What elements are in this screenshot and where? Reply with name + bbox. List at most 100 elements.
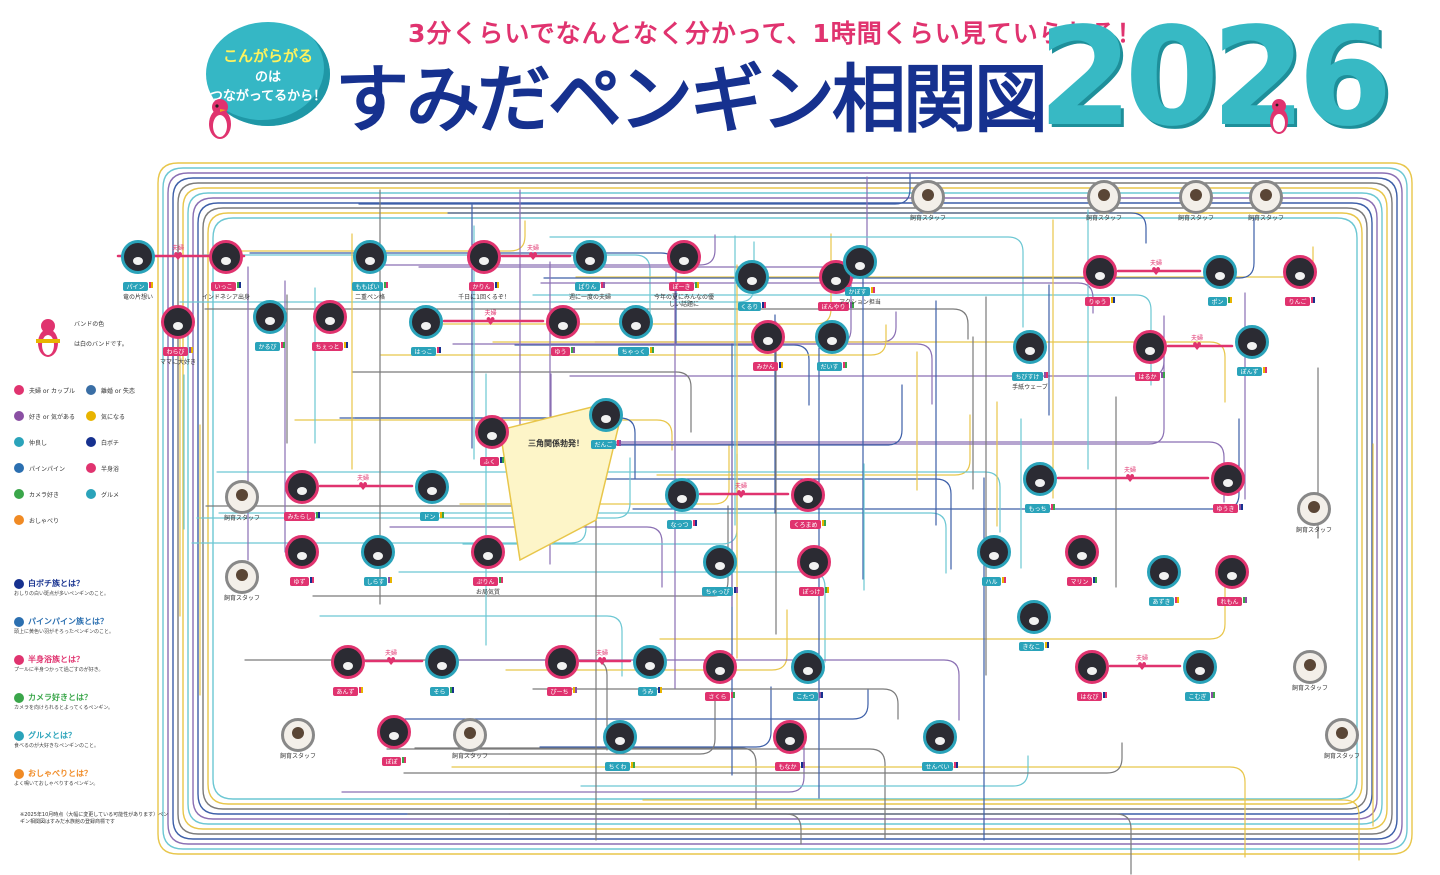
staff-node[interactable]: 飼育スタッフ — [1074, 180, 1134, 222]
penguin-node[interactable]: れもん — [1202, 555, 1262, 608]
staff-label: 飼育スタッフ — [223, 595, 260, 602]
couple-label: 夫婦 — [735, 482, 747, 490]
penguin-node[interactable]: かるび — [240, 300, 300, 353]
penguin-node[interactable]: ちくわ — [590, 720, 650, 773]
penguin-name: ぱりん — [575, 282, 600, 291]
route-line — [594, 384, 903, 446]
penguin-node[interactable]: ちびすけ手紙ウェーブ — [1000, 330, 1060, 391]
staff-node[interactable]: 飼育スタッフ — [268, 718, 328, 760]
legend-item: グルメ — [86, 489, 119, 499]
staff-node[interactable]: 飼育スタッフ — [212, 480, 272, 522]
penguin-node[interactable]: みたらし — [272, 470, 332, 523]
penguin-name: れもん — [1217, 597, 1242, 606]
penguin-node[interactable]: ちゃっく — [606, 305, 666, 358]
staff-node[interactable]: 飼育スタッフ — [440, 718, 500, 760]
band-colors — [824, 586, 829, 593]
penguin-node[interactable]: はなび — [1062, 650, 1122, 703]
staff-node[interactable]: 飼育スタッフ — [1312, 718, 1372, 760]
penguin-node[interactable]: ぴーち — [532, 645, 592, 698]
legend-question: 白ボチ族とは？おしりの白い斑点が多いペンギンのこと。 — [14, 578, 154, 597]
penguin-node[interactable]: もっち — [1010, 462, 1070, 515]
band-colors — [953, 761, 958, 768]
penguin-name: ちゃっぴ — [702, 587, 733, 596]
band-colors — [1227, 296, 1232, 303]
penguin-node[interactable]: せんべい — [910, 720, 970, 773]
penguin-node[interactable]: ゆう — [533, 305, 593, 358]
penguin-node[interactable]: ふく — [462, 415, 522, 468]
penguin-node[interactable]: ポン — [1190, 255, 1250, 308]
penguin-node[interactable]: ドン — [402, 470, 462, 523]
band-colors — [849, 301, 854, 308]
penguin-node[interactable]: あずき — [1134, 555, 1194, 608]
penguin-node[interactable]: いっこインドネシア出身 — [196, 240, 256, 301]
penguin-node[interactable]: ぽぽ — [364, 715, 424, 768]
penguin-node[interactable]: くるり — [722, 260, 782, 313]
penguin-mascot-icon — [209, 99, 231, 139]
staff-node[interactable]: 飼育スタッフ — [212, 560, 272, 602]
penguin-node[interactable]: ぽっけ — [784, 545, 844, 598]
penguin-node[interactable]: だんご — [576, 398, 636, 451]
penguin-node[interactable]: ぽーき今年の夏にみんなの優しい話題に — [654, 240, 714, 308]
penguin-node[interactable]: りゅう — [1070, 255, 1130, 308]
penguin-node[interactable]: かぼすアクション担当 — [830, 245, 890, 306]
legend-question: グルメとは？食べるのが大好きなペンギンのこと。 — [14, 730, 154, 749]
penguin-node[interactable]: ちぇっと — [300, 300, 360, 353]
penguin-node[interactable]: うみ — [620, 645, 680, 698]
staff-label: 飼育スタッフ — [1247, 215, 1284, 222]
penguin-node[interactable]: さくら — [690, 650, 750, 703]
penguin-node[interactable]: こむぎ — [1170, 650, 1230, 703]
band-colors — [733, 586, 738, 593]
penguin-node[interactable]: ちゃっぴ — [690, 545, 750, 598]
penguin-node[interactable]: しらす — [348, 535, 408, 588]
penguin-node[interactable]: ぽんず — [1222, 325, 1282, 378]
penguin-node[interactable]: ぷりんお局気質 — [458, 535, 518, 596]
staff-node[interactable]: 飼育スタッフ — [1166, 180, 1226, 222]
penguin-node[interactable]: あんず — [318, 645, 378, 698]
penguin-node[interactable]: ぱりん週に一度の夫婦 — [560, 240, 620, 301]
penguin-node[interactable]: だいす — [802, 320, 862, 373]
band-colors — [315, 511, 320, 518]
penguin-node[interactable]: ゆず — [272, 535, 332, 588]
penguin-node[interactable]: みかん — [738, 320, 798, 373]
legend-question-desc: よく鳴いておしゃべりするペンギン。 — [14, 781, 99, 787]
couple-label: 夫婦 — [1150, 259, 1162, 267]
penguin-node[interactable]: パイン竜の片想い — [108, 240, 168, 301]
white-label: は白のバンドです。 — [74, 341, 128, 348]
penguin-node[interactable]: そら — [412, 645, 472, 698]
legend-question-title: カメラ好きとは？ — [28, 693, 92, 702]
bath-icon — [14, 654, 24, 665]
penguin-node[interactable]: ゆうき — [1198, 462, 1258, 515]
staff-node[interactable]: 飼育スタッフ — [898, 180, 958, 222]
penguin-node[interactable]: はっこ — [396, 305, 456, 358]
white-dot-icon — [86, 437, 96, 447]
penguin-photo — [1013, 330, 1047, 364]
page-title: すみだペンギン相関図 — [335, 57, 1048, 143]
penguin-name: ドン — [420, 512, 439, 521]
penguin-photo — [377, 715, 411, 749]
penguin-node[interactable]: きなこ — [1004, 600, 1064, 653]
penguin-node[interactable]: わらびママに大好き — [148, 305, 208, 366]
penguin-node[interactable]: りんご — [1270, 255, 1330, 308]
penguin-node[interactable]: かりん千日に1回くるぞ！ — [454, 240, 514, 301]
penguin-node[interactable]: マリン — [1052, 535, 1112, 588]
staff-node[interactable]: 飼育スタッフ — [1236, 180, 1296, 222]
penguin-node[interactable]: こたつ — [778, 650, 838, 703]
penguin-node[interactable]: もなか — [760, 720, 820, 773]
legend-question-title: おしゃべりとは？ — [28, 769, 92, 778]
frame-line — [167, 172, 1403, 845]
couple-label: 夫婦 — [484, 309, 496, 317]
staff-node[interactable]: 飼育スタッフ — [1284, 492, 1344, 534]
route-line — [319, 615, 623, 677]
heart-yellow-icon — [86, 411, 96, 421]
penguin-node[interactable]: くろまめ — [778, 478, 838, 531]
penguin-node[interactable]: ハル — [964, 535, 1024, 588]
heart-red-icon: ♥ — [1151, 265, 1161, 278]
penguin-node[interactable]: なっつ — [652, 478, 712, 531]
staff-node[interactable]: 飼育スタッフ — [1280, 650, 1340, 692]
penguin-node[interactable]: はるか — [1120, 330, 1180, 383]
penguin-photo — [1133, 330, 1167, 364]
band-colors — [1210, 691, 1215, 698]
penguin-node[interactable]: ももぱい二重ペン格 — [340, 240, 400, 301]
staff-photo — [225, 480, 259, 514]
route-line — [514, 344, 810, 406]
